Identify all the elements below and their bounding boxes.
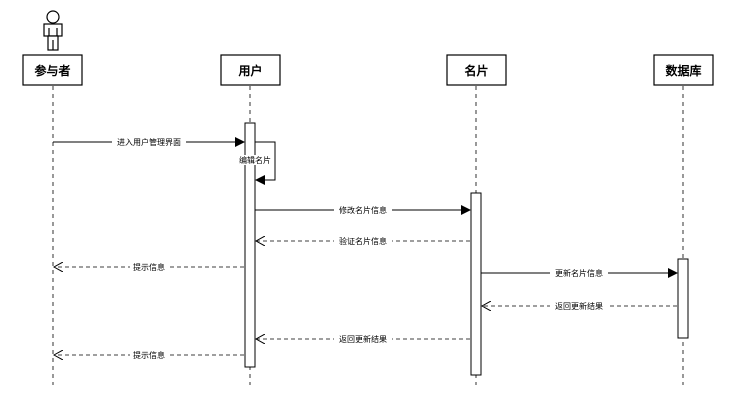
message-label: 返回更新结果 bbox=[555, 301, 603, 311]
actor-icon bbox=[43, 10, 63, 51]
participant-card: 名片 bbox=[446, 54, 507, 86]
message-prompt-info-2: 提示信息 bbox=[54, 350, 244, 360]
message-label: 编辑名片 bbox=[239, 155, 271, 165]
participant-user: 用户 bbox=[220, 54, 281, 86]
message-enter-user-mgmt: 进入用户管理界面 bbox=[53, 137, 245, 147]
participant-label-user: 用户 bbox=[237, 63, 262, 78]
message-prompt-info-1: 提示信息 bbox=[54, 262, 244, 272]
message-label: 修改名片信息 bbox=[339, 205, 387, 215]
message-label: 验证名片信息 bbox=[339, 236, 387, 246]
message-verify-card-info: 验证名片信息 bbox=[256, 236, 470, 246]
activation-card bbox=[470, 192, 482, 376]
participant-label-actor: 参与者 bbox=[34, 63, 70, 78]
message-label: 提示信息 bbox=[133, 262, 165, 272]
message-modify-card-info: 修改名片信息 bbox=[255, 205, 471, 215]
activation-db bbox=[677, 258, 689, 339]
message-label: 返回更新结果 bbox=[339, 334, 387, 344]
participant-label-db: 数据库 bbox=[665, 63, 701, 78]
message-label: 更新名片信息 bbox=[555, 268, 603, 278]
message-label: 进入用户管理界面 bbox=[117, 137, 181, 147]
message-update-card-info: 更新名片信息 bbox=[481, 268, 678, 278]
participant-label-card: 名片 bbox=[464, 63, 488, 78]
message-label: 提示信息 bbox=[133, 350, 165, 360]
message-return-update-result-db: 返回更新结果 bbox=[482, 301, 677, 311]
message-return-update-result-card: 返回更新结果 bbox=[256, 334, 470, 344]
participant-actor: 参与者 bbox=[22, 54, 83, 86]
participant-db: 数据库 bbox=[653, 54, 714, 86]
message-edit-card-self: 编辑名片 bbox=[236, 141, 276, 185]
